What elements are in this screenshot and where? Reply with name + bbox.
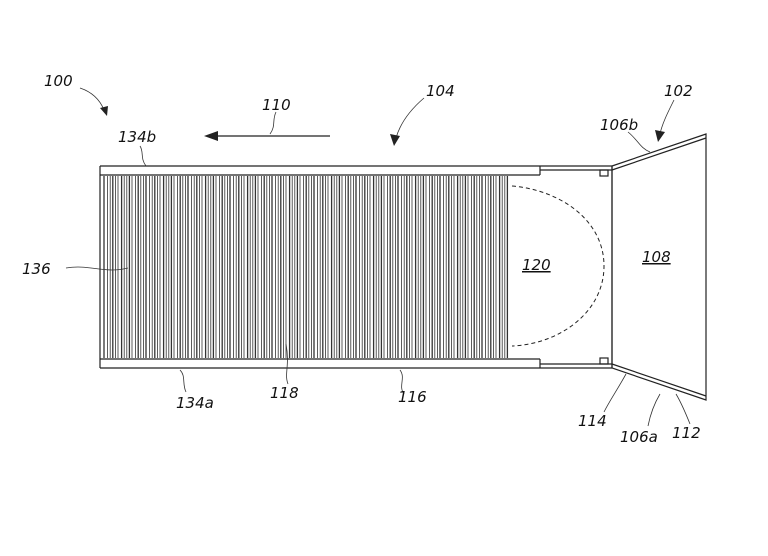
leader-lines <box>65 87 691 427</box>
label-134b: 134b <box>118 128 156 146</box>
connector-sleeve <box>539 166 612 368</box>
filter-core-hatching <box>103 176 509 358</box>
flow-direction-arrow <box>204 131 330 141</box>
label-118: 118 <box>270 384 299 402</box>
label-102: 102 <box>664 82 693 100</box>
label-134a: 134a <box>176 394 214 412</box>
label-114: 114 <box>578 412 607 430</box>
label-106b: 106b <box>600 116 638 134</box>
label-110: 110 <box>262 96 291 114</box>
label-120: 120 <box>522 256 551 274</box>
reference-labels: 100 102 104 110 134b 106b 136 120 108 13… <box>22 72 701 446</box>
label-106a: 106a <box>620 428 658 446</box>
label-100: 100 <box>44 72 73 90</box>
label-136: 136 <box>22 260 51 278</box>
label-116: 116 <box>398 388 427 406</box>
chamber-dashed-arc <box>511 185 605 347</box>
label-104: 104 <box>426 82 455 100</box>
label-108: 108 <box>642 248 671 266</box>
label-112: 112 <box>672 424 701 442</box>
frustum-mouthpiece <box>611 133 707 401</box>
